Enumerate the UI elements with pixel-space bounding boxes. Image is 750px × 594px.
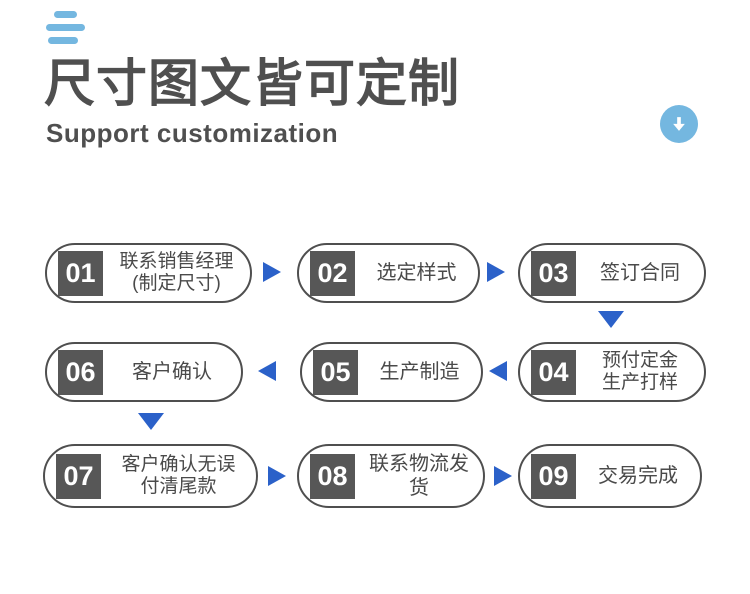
step-number-badge: 09 xyxy=(531,453,576,499)
flow-arrow-right-icon xyxy=(487,262,505,282)
flow-step-06: 06 客户确认 xyxy=(45,342,243,402)
circle-down-arrow-icon xyxy=(660,105,698,143)
flow-step-05: 05 生产制造 xyxy=(300,342,483,402)
flow-step-01: 01 联系销售经理 (制定尺寸) xyxy=(45,243,252,303)
step-label: 生产制造 xyxy=(379,361,460,383)
flow-arrow-left-icon xyxy=(489,361,507,381)
step-number-badge: 02 xyxy=(310,250,355,296)
flow-arrow-down-icon xyxy=(598,311,624,328)
step-label: 交易完成 xyxy=(598,465,678,487)
step-label: 联系物流发货 xyxy=(369,453,469,499)
flow-step-08: 08 联系物流发货 xyxy=(297,444,485,508)
step-number-badge: 05 xyxy=(313,349,358,395)
step-number-badge: 08 xyxy=(310,453,355,499)
page-title: 尺寸图文皆可定制 xyxy=(44,55,461,112)
step-label: 签订合同 xyxy=(600,262,680,284)
flow-step-02: 02 选定样式 xyxy=(297,243,480,303)
step-label: 客户确认无误 付清尾款 xyxy=(121,454,236,497)
page-subtitle: Support customization xyxy=(46,118,339,148)
flow-arrow-right-icon xyxy=(263,262,281,282)
flow-step-04: 04 预付定金 生产打样 xyxy=(518,342,706,402)
flow-step-07: 07 客户确认无误 付清尾款 xyxy=(43,444,258,508)
step-number-badge: 04 xyxy=(531,349,576,395)
step-number-badge: 06 xyxy=(58,349,103,395)
flow-arrow-right-icon xyxy=(494,466,512,486)
flow-step-09: 09 交易完成 xyxy=(518,444,702,508)
flow-step-03: 03 签订合同 xyxy=(518,243,706,303)
step-number-badge: 03 xyxy=(531,250,576,296)
step-label: 联系销售经理 (制定尺寸) xyxy=(119,251,234,294)
step-label: 选定样式 xyxy=(376,262,457,284)
step-label: 客户确认 xyxy=(132,361,212,383)
flow-arrow-left-icon xyxy=(258,361,276,381)
step-number-badge: 07 xyxy=(56,453,101,499)
flow-arrow-right-icon xyxy=(268,466,286,486)
step-number-badge: 01 xyxy=(58,250,103,296)
flow-arrow-down-icon xyxy=(138,413,164,430)
step-label: 预付定金 生产打样 xyxy=(601,350,678,393)
hamburger-icon xyxy=(46,11,85,50)
